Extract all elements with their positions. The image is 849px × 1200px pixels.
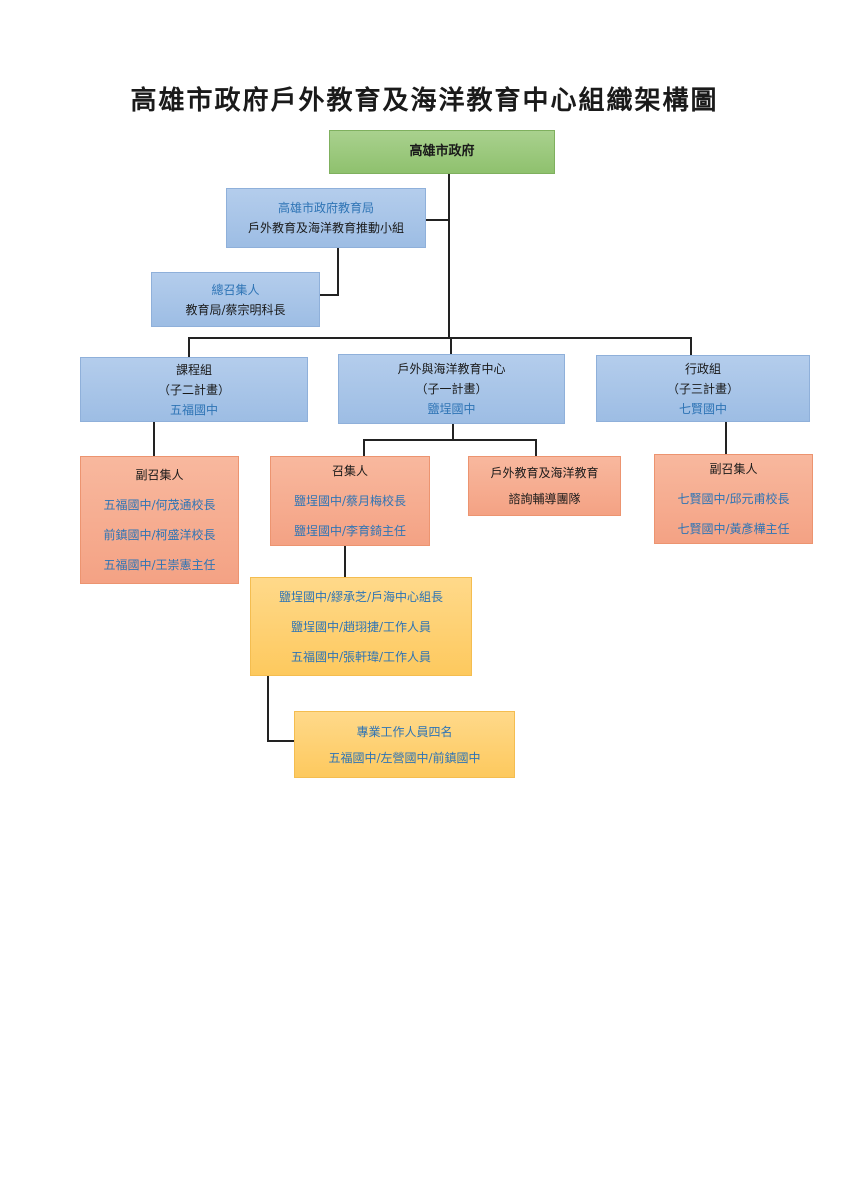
- member: 七賢國中/邱元甫校長: [677, 492, 790, 506]
- connector: [153, 422, 155, 457]
- connector: [267, 676, 269, 741]
- connector: [319, 294, 339, 296]
- staff-box: 鹽埕國中/繆承芝/戶海中心組長 鹽埕國中/趙珝捷/工作人員 五福國中/張軒瑋/工…: [250, 577, 472, 676]
- member: 七賢國中/黃彥樺主任: [677, 522, 790, 536]
- advisory-line1: 戶外教育及海洋教育: [490, 466, 599, 480]
- advisory-team-box: 戶外教育及海洋教育 諮詢輔導團隊: [468, 456, 621, 516]
- member: 五福國中/王崇憲主任: [103, 558, 216, 572]
- connector: [363, 439, 536, 441]
- curriculum-group-box: 課程組 （子二計畫） 五福國中: [80, 357, 308, 422]
- connector: [344, 546, 346, 577]
- connector: [188, 337, 691, 339]
- curriculum-sub: （子二計畫）: [157, 382, 230, 397]
- curriculum-school: 五福國中: [169, 402, 218, 417]
- admin-deputy-box: 副召集人 七賢國中/邱元甫校長 七賢國中/黃彥樺主任: [654, 454, 813, 544]
- education-bureau-box: 高雄市政府教育局 戶外教育及海洋教育推動小組: [226, 188, 426, 248]
- connector: [188, 337, 190, 358]
- professional-staff-box: 專業工作人員四名 五福國中/左營國中/前鎮國中: [294, 711, 515, 778]
- admin-sub: （子三計畫）: [666, 381, 739, 396]
- connector: [535, 439, 537, 457]
- connector: [267, 740, 295, 742]
- curriculum-name: 課程組: [175, 362, 212, 377]
- connector: [725, 422, 727, 455]
- advisory-line2: 諮詢輔導團隊: [508, 492, 581, 506]
- bureau-group: 戶外教育及海洋教育推動小組: [247, 221, 404, 235]
- pro-staff-line1: 專業工作人員四名: [356, 724, 453, 739]
- top-label: 高雄市政府: [409, 144, 475, 159]
- connector: [448, 173, 450, 338]
- page-title: 高雄市政府戶外教育及海洋教育中心組織架構圖: [130, 86, 719, 116]
- center-school: 鹽埕國中: [427, 402, 476, 416]
- member: 鹽埕國中/李育錡主任: [293, 524, 407, 538]
- convener-general-title: 總召集人: [211, 282, 260, 297]
- center-name: 戶外與海洋教育中心: [397, 362, 506, 376]
- member: 五福國中/何茂通校長: [103, 498, 216, 512]
- center-convener-title: 召集人: [331, 464, 368, 478]
- connector: [450, 337, 452, 355]
- curriculum-deputy-box: 副召集人 五福國中/何茂通校長 前鎮國中/柯盛洋校長 五福國中/王崇憲主任: [80, 456, 239, 584]
- member: 鹽埕國中/蔡月梅校長: [293, 494, 407, 508]
- admin-group-box: 行政組 （子三計畫） 七賢國中: [596, 355, 810, 422]
- admin-name: 行政組: [684, 361, 721, 376]
- pro-staff-line2: 五福國中/左營國中/前鎮國中: [328, 750, 481, 765]
- admin-school: 七賢國中: [678, 401, 727, 416]
- admin-deputy-title: 副召集人: [709, 462, 758, 476]
- center-convener-box: 召集人 鹽埕國中/蔡月梅校長 鹽埕國中/李育錡主任: [270, 456, 430, 546]
- member: 五福國中/張軒瑋/工作人員: [290, 649, 432, 664]
- member: 鹽埕國中/繆承芝/戶海中心組長: [278, 589, 444, 604]
- connector: [690, 337, 692, 355]
- kaohsiung-city-government-box: 高雄市政府: [329, 130, 555, 174]
- member: 前鎮國中/柯盛洋校長: [103, 528, 216, 542]
- center-sub: （子一計畫）: [415, 382, 488, 396]
- connector: [452, 424, 454, 440]
- connector: [425, 219, 449, 221]
- connector: [337, 248, 339, 295]
- member: 鹽埕國中/趙珝捷/工作人員: [290, 619, 432, 634]
- convener-general-person: 教育局/蔡宗明科長: [185, 302, 286, 317]
- bureau-name: 高雄市政府教育局: [277, 201, 374, 215]
- connector: [363, 439, 365, 457]
- education-center-box: 戶外與海洋教育中心 （子一計畫） 鹽埕國中: [338, 354, 565, 424]
- convener-general-box: 總召集人 教育局/蔡宗明科長: [151, 272, 320, 327]
- curriculum-deputy-title: 副召集人: [135, 468, 184, 482]
